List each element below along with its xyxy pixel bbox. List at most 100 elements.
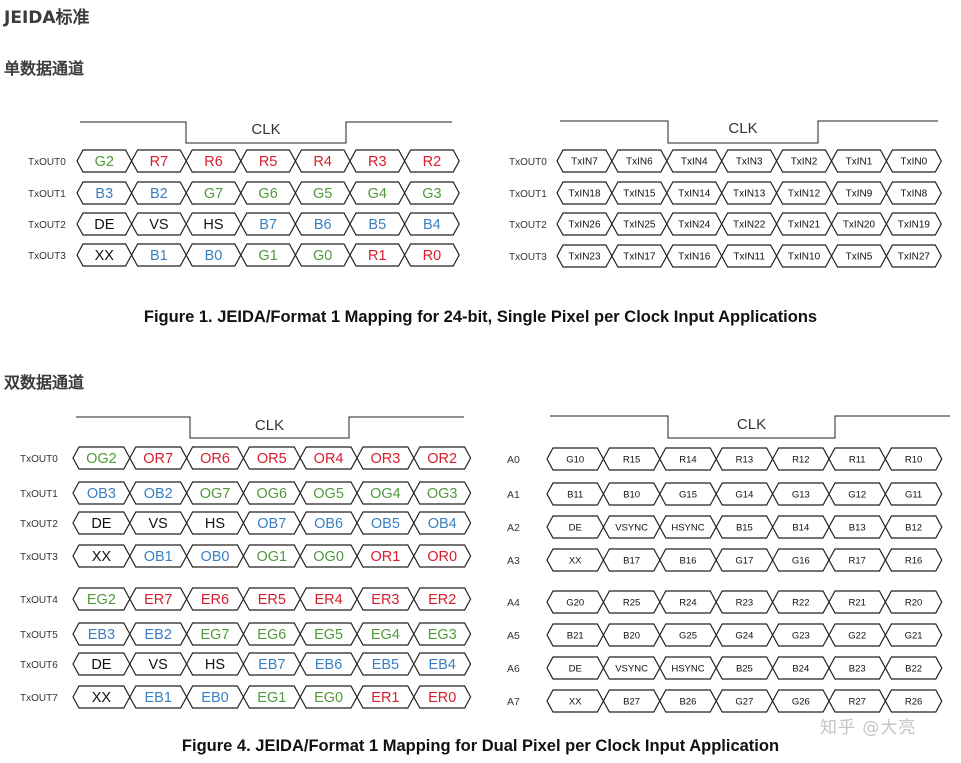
bit-label: DE: [91, 516, 111, 532]
bit-label: R24: [679, 597, 696, 608]
bit-label: XX: [569, 696, 582, 707]
bit-label: G25: [679, 630, 697, 641]
bit-label: B25: [736, 663, 753, 674]
bit-label: B26: [680, 696, 697, 707]
bit-label: R7: [150, 154, 169, 170]
bit-cell: [884, 656, 943, 680]
bit-cell: [413, 622, 472, 646]
bit-label: R17: [848, 555, 865, 566]
bit-label: G17: [735, 555, 753, 566]
bit-label: TxIN8: [901, 189, 928, 200]
bit-label: ER1: [371, 690, 399, 706]
bit-label: B20: [623, 630, 640, 641]
bit-label: ER7: [144, 592, 172, 608]
bit-label: G12: [848, 489, 866, 500]
bit-label: B24: [792, 663, 809, 674]
bit-label: R5: [259, 154, 278, 170]
bit-label: B6: [314, 217, 332, 233]
clk-waveform: [550, 415, 950, 439]
bit-label: EG0: [314, 690, 343, 706]
bit-label: EB0: [201, 690, 228, 706]
bit-label: R27: [848, 696, 865, 707]
bit-label: XX: [95, 248, 115, 264]
bit-label: ER4: [314, 592, 342, 608]
bit-label: B1: [150, 248, 168, 264]
bit-label: R13: [736, 454, 753, 465]
bit-label: EB7: [258, 657, 285, 673]
bit-label: HS: [205, 516, 225, 532]
bit-label: R16: [905, 555, 922, 566]
bit-label: TxIN1: [846, 157, 873, 168]
bit-label: R4: [313, 154, 332, 170]
bit-label: B2: [150, 186, 168, 202]
bit-label: TxIN15: [623, 189, 656, 200]
row-label: TxOUT3: [509, 252, 547, 263]
bit-label: OG4: [370, 486, 401, 502]
bit-label: DE: [94, 217, 114, 233]
bit-label: G6: [258, 186, 277, 202]
row-label: TxOUT0: [20, 454, 58, 465]
bit-label: EG4: [371, 627, 400, 643]
bit-label: OB7: [257, 516, 286, 532]
bit-label: VSYNC: [615, 663, 648, 674]
bit-cell: [403, 149, 460, 173]
bit-label: OR3: [370, 451, 400, 467]
bit-label: OB2: [144, 486, 173, 502]
bit-label: OG1: [256, 549, 287, 565]
bit-label: TxIN16: [678, 252, 711, 263]
bit-label: ER0: [428, 690, 456, 706]
bit-label: XX: [92, 549, 112, 565]
bit-label: EB3: [88, 627, 115, 643]
bit-label: OG3: [427, 486, 458, 502]
bit-label: TxIN25: [623, 220, 656, 231]
bit-label: OG5: [313, 486, 344, 502]
bit-label: OB0: [200, 549, 229, 565]
bit-label: TxIN18: [568, 189, 601, 200]
bit-label: G13: [792, 489, 810, 500]
bit-label: R21: [848, 597, 865, 608]
bit-label: DE: [569, 522, 582, 533]
bit-label: OR1: [370, 549, 400, 565]
bit-label: TxIN13: [733, 189, 766, 200]
clk-label: CLK: [728, 120, 757, 137]
bit-label: EG5: [314, 627, 343, 643]
bit-label: ER5: [258, 592, 286, 608]
bit-label: B3: [95, 186, 113, 202]
bit-label: OR0: [427, 549, 457, 565]
bit-label: DE: [569, 663, 582, 674]
bit-label: TxIN24: [678, 220, 711, 231]
bit-label: TxIN5: [846, 252, 873, 263]
bit-label: G16: [792, 555, 810, 566]
bit-label: EB6: [315, 657, 342, 673]
bit-label: G27: [735, 696, 753, 707]
bit-label: TxIN20: [843, 220, 876, 231]
bit-label: ER6: [201, 592, 229, 608]
bit-cell: [413, 481, 472, 505]
bit-cell: [885, 244, 942, 268]
row-label: A0: [507, 454, 520, 466]
bit-cell: [403, 243, 460, 267]
row-label: TxOUT3: [28, 251, 66, 262]
bit-label: R23: [736, 597, 753, 608]
bit-label: OG0: [313, 549, 344, 565]
bit-label: TxIN3: [736, 157, 763, 168]
watermark: 知乎 @大亮: [820, 718, 917, 738]
bit-label: VSYNC: [615, 522, 648, 533]
bit-cell: [885, 149, 942, 173]
bit-label: R3: [368, 154, 387, 170]
bit-label: B11: [567, 489, 583, 500]
bit-label: TxIN11: [733, 252, 765, 263]
clk-waveform: [80, 121, 452, 144]
bit-label: TxIN10: [788, 252, 821, 263]
row-label: TxOUT1: [509, 189, 547, 200]
bit-cell: [885, 212, 942, 236]
bit-label: G11: [905, 489, 922, 500]
bit-label: B17: [623, 555, 640, 566]
bit-label: B15: [736, 522, 753, 533]
row-label: TxOUT2: [509, 220, 547, 231]
bit-label: TxIN27: [898, 252, 931, 263]
bit-label: TxIN21: [788, 220, 821, 231]
bit-cell: [413, 652, 472, 676]
row-label: A4: [507, 597, 520, 609]
bit-label: TxIN6: [626, 157, 653, 168]
